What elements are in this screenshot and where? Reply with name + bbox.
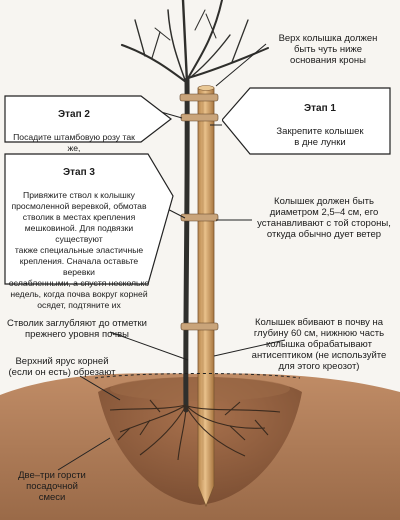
stage1-callout: Этап 1 Закрепите колышек в дне лунки [222,86,392,156]
stake-diameter-note: Колышек должен быть диаметром 2,5–4 см, … [257,196,391,240]
stage3-text: Привяжите ствол к колышку просмоленной в… [8,190,150,310]
twine-ties [179,93,219,331]
stage1-title: Этап 1 [304,103,336,114]
stake [197,85,215,508]
rose-stem [120,0,269,413]
stake-top-note: Верх колышка должен быть чуть ниже основ… [278,33,378,66]
upper-roots-note: Верхний ярус корней (если он есть) обрез… [8,356,116,378]
soil-level-line [94,373,301,379]
compost-note: Две–три горсти посадочной смеси [18,470,86,503]
stage3-callout: Этап 3 Привяжите ствол к колышку просмол… [3,152,175,310]
stage2-title: Этап 2 [58,109,90,120]
stage1-text: Закрепите колышек в дне лунки [276,126,364,148]
stage3-title: Этап 3 [63,167,95,178]
stage2-callout: Этап 2 Посадите штамбовую розу так же, к… [3,94,173,164]
stem-depth-note: Стволик заглубляют до отметки прежнего у… [7,318,147,340]
roots [109,399,281,461]
stake-depth-note: Колышек вбивают в почву на глубину 60 см… [251,317,387,372]
